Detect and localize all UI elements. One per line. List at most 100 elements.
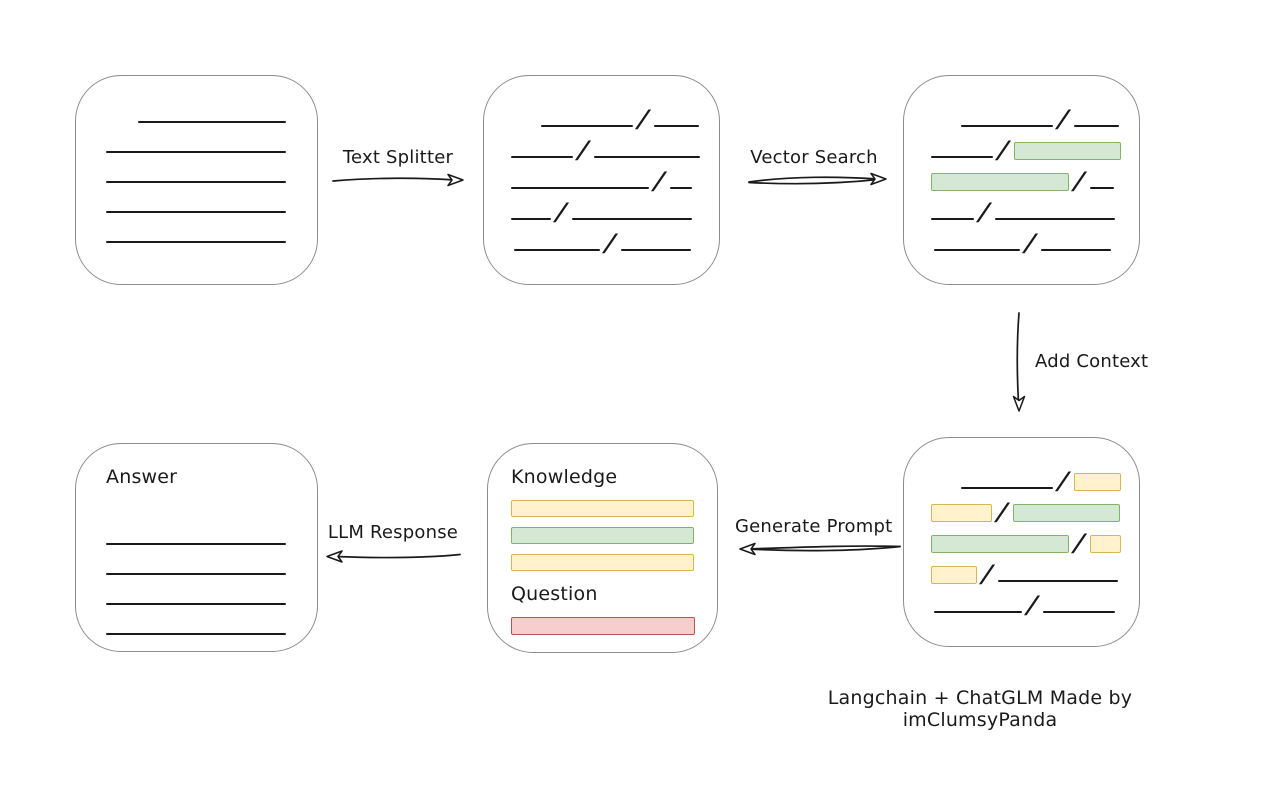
chunk-separator-slash: / bbox=[980, 560, 995, 588]
green-highlight-chunk bbox=[931, 535, 1069, 553]
text-line bbox=[1073, 125, 1119, 127]
text-line bbox=[106, 543, 286, 545]
chunk-separator-slash: / bbox=[576, 136, 591, 164]
chunk-separator-slash: / bbox=[554, 198, 569, 226]
question-label: Question bbox=[511, 583, 598, 605]
answer-label: Answer bbox=[106, 466, 178, 488]
text-splitter-label: Text Splitter bbox=[342, 147, 454, 168]
chunk-row: / bbox=[511, 222, 719, 257]
chunk-row: / bbox=[931, 553, 1139, 588]
text-row bbox=[106, 607, 317, 637]
chunk-row: / bbox=[511, 98, 719, 133]
text-line bbox=[106, 633, 286, 635]
text-line bbox=[106, 573, 286, 575]
chunk-separator-slash: / bbox=[1025, 591, 1040, 619]
generate-prompt-label: Generate Prompt bbox=[735, 516, 893, 537]
text-line bbox=[669, 187, 692, 189]
llm-response-arrow bbox=[326, 550, 461, 563]
yellow-bar bbox=[511, 554, 694, 571]
yellow-highlight-chunk bbox=[931, 566, 977, 584]
chunk-row: / bbox=[511, 160, 719, 195]
text-line bbox=[653, 125, 699, 127]
text-line bbox=[997, 580, 1118, 582]
text-line bbox=[931, 218, 974, 220]
text-row bbox=[106, 185, 317, 215]
text-row bbox=[106, 517, 317, 547]
text-line bbox=[1040, 249, 1111, 251]
diagram-caption: Langchain + ChatGLM Made by imClumsyPand… bbox=[827, 687, 1133, 731]
text-line bbox=[593, 156, 700, 158]
text-row bbox=[106, 95, 317, 125]
text-line bbox=[511, 218, 551, 220]
yellow-highlight-chunk bbox=[931, 504, 992, 522]
chunk-separator-slash: / bbox=[977, 198, 992, 226]
text-row bbox=[106, 125, 317, 155]
text-line bbox=[511, 156, 573, 158]
text-line bbox=[106, 151, 286, 153]
chunk-separator-slash: / bbox=[603, 229, 618, 257]
text-line bbox=[1042, 611, 1115, 613]
text-row bbox=[106, 155, 317, 185]
red-bar bbox=[511, 617, 695, 635]
green-highlight-chunk bbox=[1013, 142, 1121, 160]
chunk-row: / bbox=[931, 491, 1139, 526]
text-line bbox=[961, 487, 1053, 489]
chunk-separator-slash: / bbox=[996, 136, 1011, 164]
text-line bbox=[514, 249, 600, 251]
text-line bbox=[138, 121, 286, 123]
knowledge-bars bbox=[511, 500, 717, 571]
text-line bbox=[106, 181, 286, 183]
chunk-separator-slash: / bbox=[636, 105, 651, 133]
yellow-highlight-chunk bbox=[1089, 535, 1121, 553]
text-line bbox=[931, 156, 993, 158]
text-line bbox=[961, 125, 1053, 127]
yellow-highlight-chunk bbox=[1073, 473, 1121, 491]
chunk-separator-slash: / bbox=[652, 167, 667, 195]
question-bars bbox=[511, 617, 717, 635]
answer-box: Answer bbox=[75, 443, 318, 652]
chunk-separator-slash: / bbox=[1072, 167, 1087, 195]
green-bar bbox=[511, 527, 694, 544]
chunk-row: / bbox=[931, 160, 1139, 195]
chunk-row: / bbox=[931, 222, 1139, 257]
chunk-separator-slash: / bbox=[1056, 467, 1071, 495]
document-box bbox=[75, 75, 318, 285]
answer-lines bbox=[106, 517, 317, 637]
vector-search-arrow bbox=[748, 172, 887, 186]
chunk-row: / bbox=[931, 191, 1139, 226]
chunk-row: / bbox=[931, 460, 1139, 495]
text-line bbox=[620, 249, 691, 251]
text-line bbox=[994, 218, 1115, 220]
chunk-row: / bbox=[931, 98, 1139, 133]
chunk-separator-slash: / bbox=[1072, 529, 1087, 557]
vector-search-label: Vector Search bbox=[750, 147, 878, 168]
text-splitter-arrow bbox=[332, 173, 464, 187]
chunk-row: / bbox=[931, 129, 1139, 164]
chunk-separator-slash: / bbox=[1056, 105, 1071, 133]
chunk-row: / bbox=[931, 584, 1139, 619]
text-line bbox=[934, 249, 1020, 251]
green-highlight-chunk bbox=[931, 173, 1069, 191]
add-context-label: Add Context bbox=[1035, 351, 1149, 372]
text-line bbox=[106, 211, 286, 213]
text-line bbox=[571, 218, 692, 220]
prompt-box: Knowledge Question bbox=[487, 443, 718, 653]
text-line bbox=[1089, 187, 1114, 189]
text-line bbox=[106, 603, 286, 605]
add-context-arrow bbox=[1012, 312, 1026, 412]
llm-response-label: LLM Response bbox=[327, 522, 459, 543]
green-highlight-chunk bbox=[1012, 504, 1120, 522]
chunk-row: / bbox=[511, 129, 719, 164]
context-chunks-box: ///// bbox=[903, 437, 1140, 647]
yellow-bar bbox=[511, 500, 694, 517]
text-row bbox=[106, 215, 317, 245]
vector-results-box: / / / / / bbox=[903, 75, 1140, 285]
text-line bbox=[541, 125, 633, 127]
text-row bbox=[106, 547, 317, 577]
text-line bbox=[106, 241, 286, 243]
text-line bbox=[511, 187, 649, 189]
chunk-separator-slash: / bbox=[1023, 229, 1038, 257]
text-line bbox=[934, 611, 1022, 613]
text-row bbox=[106, 577, 317, 607]
